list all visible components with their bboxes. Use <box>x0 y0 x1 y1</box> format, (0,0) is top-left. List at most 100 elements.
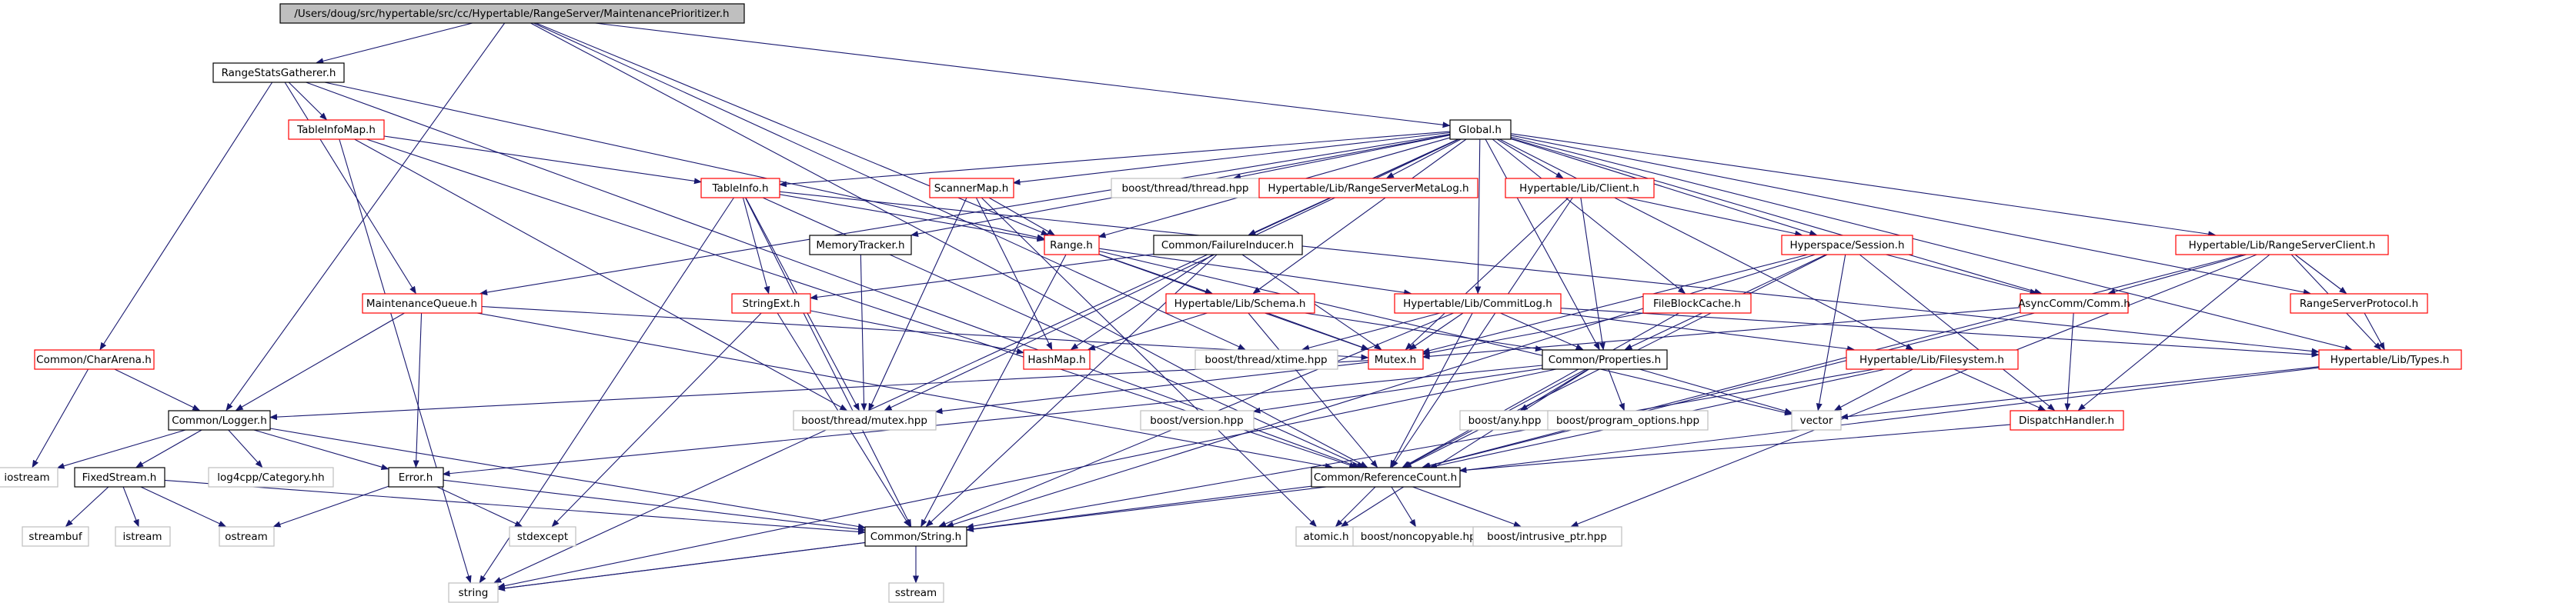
node-maintenancequeue-h[interactable]: MaintenanceQueue.h <box>362 293 483 314</box>
node-hypertable-lib-client-h[interactable]: Hypertable/Lib/Client.h <box>1505 178 1655 198</box>
node-stringext-h[interactable]: StringExt.h <box>731 293 811 314</box>
edge-range-to-commitlog <box>1098 248 1412 296</box>
node-hypertable-lib-commitlog-h[interactable]: Hypertable/Lib/CommitLog.h <box>1394 293 1562 314</box>
node-label: atomic.h <box>1304 531 1349 543</box>
node-asynccomm-comm-h[interactable]: AsyncComm/Comm.h <box>2018 293 2130 314</box>
node-users-doug-src-hypertable-src-cc-hypertable-rangeserver-maintenanceprioritizer-h[interactable]: /Users/doug/src/hypertable/src/cc/Hypert… <box>279 3 745 24</box>
edge-schema-to-hashmap <box>1087 311 1209 351</box>
node-hyperspace-session-h[interactable]: Hyperspace/Session.h <box>1781 235 1913 255</box>
edge-filesystem-to-vector <box>1833 368 1914 411</box>
node-box <box>362 293 483 314</box>
node-fixedstream-h[interactable]: FixedStream.h <box>74 467 165 488</box>
node-label: Common/ReferenceCount.h <box>1314 471 1457 484</box>
node-label: boost/thread/mutex.hpp <box>801 415 927 427</box>
node-error-h[interactable]: Error.h <box>388 467 444 488</box>
edge-global-to-maintq <box>479 133 1450 295</box>
edge-maintq-to-logger <box>235 312 406 411</box>
node-label: string <box>459 587 489 599</box>
node-boost-thread-thread-hpp: boost/thread/thread.hpp <box>1111 178 1261 198</box>
edge-asynccomm-to-disphandler <box>2064 312 2074 411</box>
edge-tableinfo-to-range <box>779 194 1045 242</box>
edge-global-to-fileblock <box>1492 138 1686 295</box>
node-common-failureinducer-h[interactable]: Common/FailureInducer.h <box>1153 235 1303 255</box>
node-box <box>212 62 345 83</box>
node-common-referencecount-h[interactable]: Common/ReferenceCount.h <box>1311 467 1461 488</box>
edge-rsclient-to-disphandler <box>2077 254 2270 411</box>
node-label: Common/CharArena.h <box>36 354 152 366</box>
node-hypertable-lib-rangeservermetalog-h[interactable]: Hypertable/Lib/RangeServerMetaLog.h <box>1258 178 1478 198</box>
node-vector: vector <box>1791 410 1842 431</box>
edge-types-to-cstring <box>966 367 2319 532</box>
node-dispatchhandler-h[interactable]: DispatchHandler.h <box>2010 410 2124 431</box>
node-rangeserverprotocol-h[interactable]: RangeServerProtocol.h <box>2290 293 2428 314</box>
node-boost-noncopyable-hpp: boost/noncopyable.hpp <box>1352 526 1491 547</box>
node-tableinfomap-h[interactable]: TableInfoMap.h <box>288 119 385 140</box>
node-label: RangeStatsGatherer.h <box>222 67 336 79</box>
edge-props-to-bany <box>1519 368 1589 411</box>
node-boost-program-options-hpp: boost/program_options.hpp <box>1547 410 1709 431</box>
node-box <box>2318 349 2462 370</box>
edge-props-to-string <box>497 368 1559 589</box>
node-box <box>700 178 780 198</box>
edge-scannermap-to-atomic <box>981 197 1318 528</box>
node-box <box>2010 410 2124 431</box>
node-hypertable-lib-schema-h[interactable]: Hypertable/Lib/Schema.h <box>1165 293 1315 314</box>
node-common-chararena-h[interactable]: Common/CharArena.h <box>34 349 155 370</box>
edge-refcount-to-intrusive <box>1411 485 1522 528</box>
edge-root-to-rangestats <box>316 22 474 65</box>
node-box <box>208 467 334 488</box>
node-box <box>1505 178 1655 198</box>
node-hypertable-lib-rangeserverclient-h[interactable]: Hypertable/Lib/RangeServerClient.h <box>2175 235 2389 255</box>
node-hashmap-h[interactable]: HashMap.h <box>1023 349 1091 370</box>
node-layer: /Users/doug/src/hypertable/src/cc/Hypert… <box>0 3 2462 603</box>
edge-scannermap-to-range <box>987 197 1055 235</box>
edge-fileblock-to-mutex <box>1422 311 1646 356</box>
edge-rangestats-to-refcount <box>305 81 1360 468</box>
node-box <box>1023 349 1091 370</box>
edge-rangestats-to-tableinfomap <box>288 82 328 121</box>
node-box <box>1194 349 1338 370</box>
node-box <box>2290 293 2428 314</box>
edge-rsclient-to-refcount <box>1422 253 2245 469</box>
edge-session-to-mutex <box>1422 253 1809 354</box>
edge-root-to-global <box>592 22 1451 128</box>
node-range-h[interactable]: Range.h <box>1044 235 1100 255</box>
node-label: vector <box>1800 415 1833 427</box>
node-scannermap-h[interactable]: ScannerMap.h <box>929 178 1014 198</box>
node-common-properties-h[interactable]: Common/Properties.h <box>1542 349 1668 370</box>
node-box <box>1449 119 1512 140</box>
node-label: HashMap.h <box>1027 354 1085 366</box>
node-label: stdexcept <box>517 531 568 543</box>
edge-fixedstream-to-streambuf <box>65 486 109 528</box>
node-hypertable-lib-types-h[interactable]: Hypertable/Lib/Types.h <box>2318 349 2462 370</box>
node-global-h[interactable]: Global.h <box>1449 119 1512 140</box>
node-label: StringExt.h <box>743 298 800 310</box>
node-box <box>1542 349 1668 370</box>
edge-failinducer-to-stringext <box>810 253 1154 301</box>
node-hypertable-lib-filesystem-h[interactable]: Hypertable/Lib/Filesystem.h <box>1846 349 2019 370</box>
edge-rangestats-to-chararena <box>99 82 273 351</box>
node-box <box>1165 293 1315 314</box>
node-box <box>1368 349 1424 370</box>
edge-tableinfomap-to-string <box>339 138 472 584</box>
edge-schema-to-props <box>1302 311 1543 352</box>
node-fileblockcache-h[interactable]: FileBlockCache.h <box>1642 293 1752 314</box>
node-label: log4cpp/Category.hh <box>217 471 324 484</box>
node-common-string-h[interactable]: Common/String.h <box>864 526 967 547</box>
node-box <box>1295 526 1358 547</box>
node-tableinfo-h[interactable]: TableInfo.h <box>700 178 780 198</box>
node-label: Hypertable/Lib/Schema.h <box>1174 298 1306 310</box>
node-box <box>1791 410 1842 431</box>
node-label: ScannerMap.h <box>934 182 1009 195</box>
node-common-logger-h[interactable]: Common/Logger.h <box>168 410 271 431</box>
node-mutex-h[interactable]: Mutex.h <box>1368 349 1424 370</box>
node-rangestatsgatherer-h[interactable]: RangeStatsGatherer.h <box>212 62 345 83</box>
node-box <box>0 467 58 488</box>
edge-fileblock-to-refcount <box>1402 312 1680 468</box>
node-iostream: iostream <box>0 467 58 488</box>
node-box <box>2175 235 2389 255</box>
edge-logger-to-cstring <box>269 428 866 530</box>
node-memorytracker-h[interactable]: MemoryTracker.h <box>809 235 912 255</box>
node-box <box>864 526 967 547</box>
edge-range-to-vector <box>1098 250 1793 416</box>
